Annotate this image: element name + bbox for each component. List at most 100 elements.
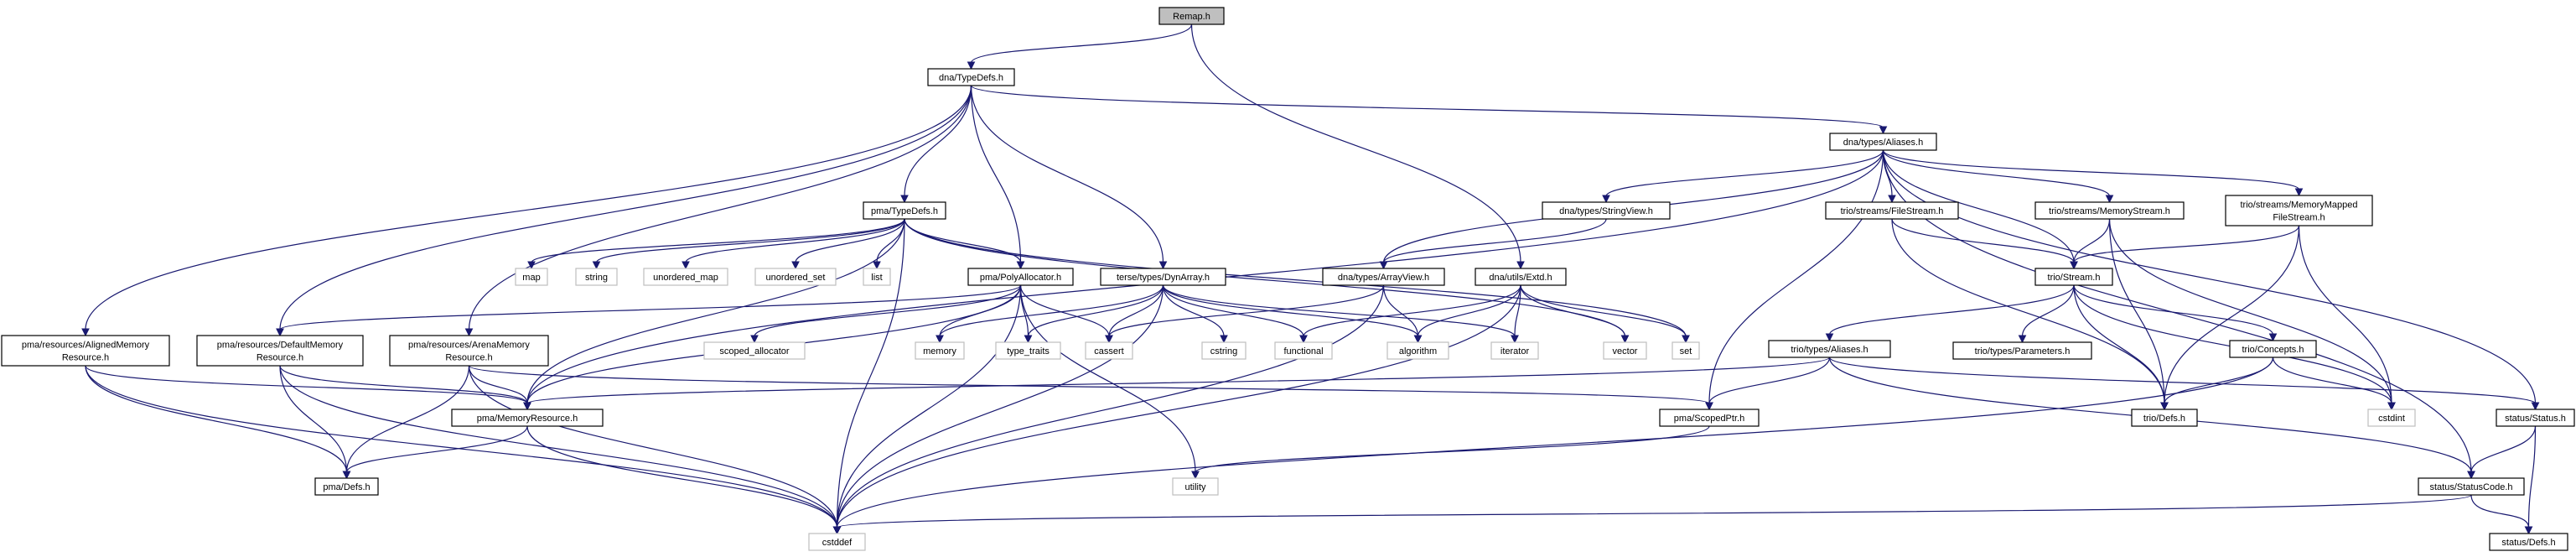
node-label-dna_extd: dna/utils/Extd.h xyxy=(1489,273,1552,283)
arrowhead-status_statuscode-to-status_defs xyxy=(2524,526,2533,535)
node-type_traits: type_traits xyxy=(995,341,1061,360)
edge-pma_polyallocator-to-cassert xyxy=(1019,284,1110,337)
edge-status_statuscode-to-status_defs xyxy=(2470,494,2530,528)
edge-trio_filestream-to-trio_defs xyxy=(1891,218,2165,404)
node-label-trio_mmfs: FileStream.h xyxy=(2273,213,2325,223)
node-label-utility: utility xyxy=(1184,482,1206,492)
edge-pma_typedefs-to-cstddef xyxy=(836,218,905,528)
node-map: map xyxy=(515,268,548,286)
edge-status_status-to-status_statuscode xyxy=(2470,425,2537,473)
node-label-list: list xyxy=(871,273,882,283)
node-unordered_set: unordered_set xyxy=(754,268,837,286)
node-iterator: iterator xyxy=(1490,341,1539,360)
node-status_statuscode[interactable]: status/StatusCode.h xyxy=(2418,477,2525,496)
node-remap[interactable]: Remap.h xyxy=(1158,7,1225,25)
node-pma_typedefs[interactable]: pma/TypeDefs.h xyxy=(863,201,946,220)
edge-terse_dynarray-to-algorithm xyxy=(1162,284,1419,337)
node-dna_extd[interactable]: dna/utils/Extd.h xyxy=(1475,268,1567,286)
edge-pma_scopedptr-to-utility xyxy=(1195,425,1710,473)
node-dna_aliases[interactable]: dna/types/Aliases.h xyxy=(1829,133,1937,151)
node-label-vector: vector xyxy=(1613,346,1638,357)
node-box-pma_scopedptr xyxy=(1659,409,1760,427)
node-box-dna_stringview xyxy=(1542,201,1671,220)
node-label-unordered_map: unordered_map xyxy=(653,273,718,283)
edge-trio_memorystream-to-trio_stream xyxy=(2073,218,2111,263)
edge-terse_dynarray-to-cstring xyxy=(1162,284,1225,337)
node-box-scoped_allocator xyxy=(703,341,806,360)
node-box-status_status xyxy=(2496,409,2575,427)
node-trio_filestream[interactable]: trio/streams/FileStream.h xyxy=(1825,201,1959,220)
node-terse_dynarray[interactable]: terse/types/DynArray.h xyxy=(1100,268,1226,286)
node-box-iterator xyxy=(1490,341,1539,360)
node-label-remap: Remap.h xyxy=(1173,12,1210,22)
node-box-remap xyxy=(1158,7,1225,25)
edge-trio_concepts-to-cstdint xyxy=(2272,357,2392,404)
edge-dna_extd-to-vector xyxy=(1520,284,1626,337)
node-trio_aliases[interactable]: trio/types/Aliases.h xyxy=(1768,340,1891,358)
edge-trio_stream-to-trio_aliases xyxy=(1828,284,2075,336)
node-dna_typedefs[interactable]: dna/TypeDefs.h xyxy=(927,68,1015,86)
arrowhead-pma_scopedptr-to-utility xyxy=(1191,471,1200,480)
node-pma_defs[interactable]: pma/Defs.h xyxy=(314,477,379,496)
edge-dna_typedefs-to-terse_dynarray xyxy=(970,85,1164,263)
node-label-string: string xyxy=(585,273,608,283)
arrowhead-remap-to-dna_extd xyxy=(1516,261,1525,270)
edge-trio_mmfs-to-trio_defs xyxy=(2164,225,2300,404)
edge-trio_aliases-to-pma_memres xyxy=(526,357,1831,404)
node-box-cassert xyxy=(1085,341,1133,360)
arrowhead-dna_extd-to-algorithm xyxy=(1413,335,1423,344)
edge-remap-to-dna_extd xyxy=(1190,23,1521,263)
node-pma_scopedptr[interactable]: pma/ScopedPtr.h xyxy=(1659,409,1760,427)
arrowhead-pma_arena-to-pma_memres xyxy=(523,402,531,411)
node-box-trio_defs xyxy=(2131,409,2198,427)
node-box-status_defs xyxy=(2489,533,2568,551)
edge-status_statuscode-to-cstddef xyxy=(836,494,2472,528)
edge-trio_aliases-to-status_status xyxy=(1828,357,2537,404)
node-box-pma_typedefs xyxy=(863,201,946,220)
node-memory: memory xyxy=(915,341,965,360)
node-pma_memres[interactable]: pma/MemoryResource.h xyxy=(451,409,604,427)
edge-pma_typedefs-to-map xyxy=(531,218,905,263)
edge-trio_memorystream-to-cstdint xyxy=(2108,218,2392,404)
edge-pma_typedefs-to-pma_memres xyxy=(526,218,905,404)
edge-dna_typedefs-to-dna_aliases xyxy=(970,85,1884,128)
arrowhead-terse_dynarray-to-memory xyxy=(936,335,944,344)
node-trio_memorystream[interactable]: trio/streams/MemoryStream.h xyxy=(2034,201,2185,220)
node-label-pma_arena: Resource.h xyxy=(445,353,492,363)
node-dna_arrayview[interactable]: dna/types/ArrayView.h xyxy=(1322,268,1445,286)
arrowhead-trio_aliases-to-status_status xyxy=(2531,402,2540,411)
node-functional: functional xyxy=(1274,341,1333,360)
node-box-trio_concepts xyxy=(2229,340,2317,358)
arrowhead-pma_typedefs-to-unordered_set xyxy=(791,261,800,270)
edge-dna_extd-to-iterator xyxy=(1514,284,1521,337)
arrowhead-trio_stream-to-trio_aliases xyxy=(1825,333,1834,342)
edge-dna_arrayview-to-algorithm xyxy=(1382,284,1419,337)
node-label-pma_polyallocator: pma/PolyAllocator.h xyxy=(980,273,1061,283)
node-box-status_statuscode xyxy=(2418,477,2525,496)
node-status_status[interactable]: status/Status.h xyxy=(2496,409,2575,427)
node-trio_params[interactable]: trio/types/Parameters.h xyxy=(1952,341,2092,360)
node-label-pma_arena: pma/resources/ArenaMemory xyxy=(408,341,530,351)
node-box-set xyxy=(1672,341,1700,360)
edge-terse_dynarray-to-memory xyxy=(939,284,1164,337)
edge-pma_typedefs-to-unordered_set xyxy=(795,218,905,263)
node-label-pma_typedefs: pma/TypeDefs.h xyxy=(871,206,938,216)
node-trio_defs[interactable]: trio/Defs.h xyxy=(2131,409,2198,427)
arrowhead-remap-to-dna_typedefs xyxy=(967,61,976,70)
node-trio_concepts[interactable]: trio/Concepts.h xyxy=(2229,340,2317,358)
arrowhead-terse_dynarray-to-type_traits xyxy=(1024,335,1033,344)
arrowhead-dna_extd-to-vector xyxy=(1620,335,1630,344)
node-dna_stringview[interactable]: dna/types/StringView.h xyxy=(1542,201,1671,220)
arrowhead-dna_typedefs-to-terse_dynarray xyxy=(1158,261,1168,270)
node-pma_polyallocator[interactable]: pma/PolyAllocator.h xyxy=(967,268,1074,286)
arrowhead-trio_mmfs-to-trio_stream xyxy=(2070,261,2078,270)
node-string: string xyxy=(575,268,618,286)
node-status_defs[interactable]: status/Defs.h xyxy=(2489,533,2568,551)
node-trio_stream[interactable]: trio/Stream.h xyxy=(2034,268,2113,286)
arrowhead-dna_arrayview-to-cassert xyxy=(1105,335,1113,344)
node-label-terse_dynarray: terse/types/DynArray.h xyxy=(1117,273,1210,283)
